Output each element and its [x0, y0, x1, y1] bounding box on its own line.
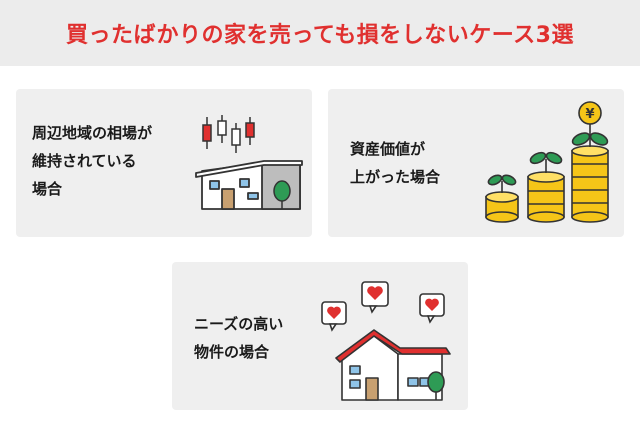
yen-symbol: ¥ [585, 107, 594, 122]
tree-icon [427, 371, 445, 400]
card-line: 場合 [32, 180, 63, 198]
card-line: 物件の場合 [194, 343, 270, 361]
sprout-icon [487, 174, 517, 193]
card-line: 上がった場合 [350, 168, 441, 186]
sprout-icon [529, 151, 563, 173]
plant-icon [571, 119, 609, 147]
case-card-asset-value: 資産価値が 上がった場合 [328, 89, 624, 237]
case-card-market-price: 周辺地域の相場が 維持されている 場合 [16, 89, 312, 237]
house-hearts-illustration [321, 281, 451, 401]
coin-stack-small-icon [485, 191, 519, 223]
heart-bubble-icon [321, 301, 347, 332]
case-card-high-demand: ニーズの高い 物件の場合 [172, 262, 468, 410]
tree-icon [273, 180, 291, 209]
heart-bubble-icon [419, 293, 445, 324]
page-title: 買ったばかりの家を売っても損をしないケース3選 [66, 23, 574, 48]
card-line: 周辺地域の相場が [32, 124, 153, 142]
card-line: 資産価値が [350, 140, 426, 158]
card-line: ニーズの高い [194, 315, 284, 333]
yen-coin-icon [578, 101, 602, 125]
heart-bubble-icon [361, 281, 389, 314]
card-line: 維持されている [32, 152, 137, 170]
house-chart-illustration [195, 115, 303, 210]
coin-stacks-illustration: ¥ [485, 101, 609, 223]
header-banner: 買ったばかりの家を売っても損をしないケース3選 [0, 0, 640, 66]
card-text: 周辺地域の相場が 維持されている 場合 [32, 119, 152, 203]
card-text: ニーズの高い 物件の場合 [194, 310, 283, 366]
candlestick-chart-icon [202, 115, 255, 153]
card-text: 資産価値が 上がった場合 [350, 135, 440, 191]
coin-stack-large-icon [571, 145, 609, 223]
coin-stack-medium-icon [527, 171, 565, 223]
